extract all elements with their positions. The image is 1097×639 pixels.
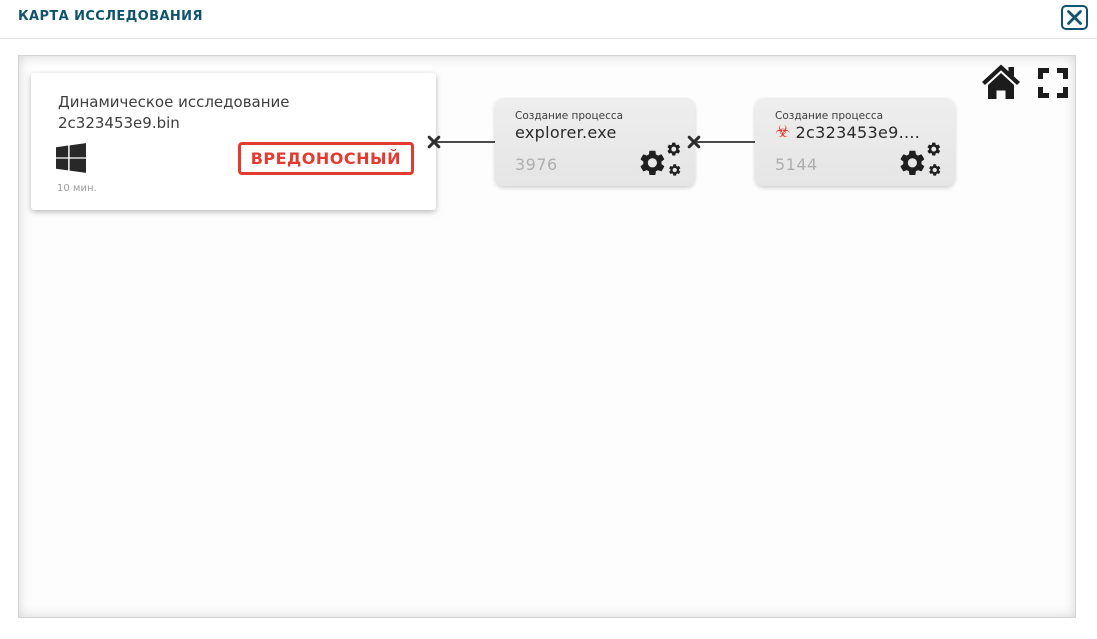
- verdict-badge: ВРЕДОНОСНЫЙ: [237, 142, 414, 175]
- page-title: КАРТА ИССЛЕДОВАНИЯ: [18, 9, 203, 24]
- node-event-label: Создание процесса: [515, 110, 624, 122]
- header-divider: [0, 38, 1097, 39]
- x-icon: [427, 135, 441, 149]
- investigation-title-line1: Динамическое исследование: [58, 93, 290, 111]
- biohazard-icon: ☣: [775, 122, 791, 142]
- process-pid: 5144: [775, 155, 818, 174]
- process-name: 2c323453e9....: [795, 123, 921, 142]
- home-button[interactable]: [981, 63, 1021, 101]
- gears-icon: [897, 141, 943, 179]
- investigation-card[interactable]: Динамическое исследование 2c323453e9.bin…: [31, 73, 436, 210]
- process-name: explorer.exe: [515, 123, 617, 142]
- node-event-label: Создание процесса: [775, 110, 884, 122]
- process-node[interactable]: Создание процесса ☣ 2c323453e9.... 5144: [755, 98, 955, 186]
- map-canvas[interactable]: Динамическое исследование 2c323453e9.bin…: [18, 55, 1076, 618]
- investigation-title-line2: 2c323453e9.bin: [58, 114, 180, 132]
- duration-label: 10 мин.: [57, 183, 97, 194]
- close-button[interactable]: [1061, 5, 1088, 30]
- edge-line: [694, 141, 755, 143]
- edge-collapse-button[interactable]: [426, 134, 442, 150]
- fullscreen-button[interactable]: [1036, 66, 1070, 100]
- process-node[interactable]: Создание процесса explorer.exe 3976: [495, 98, 695, 186]
- investigation-title: Динамическое исследование 2c323453e9.bin: [58, 92, 290, 134]
- home-icon: [982, 64, 1020, 99]
- close-icon: [1067, 10, 1082, 25]
- process-pid: 3976: [515, 155, 558, 174]
- edge-collapse-button[interactable]: [686, 134, 702, 150]
- gears-icon: [637, 141, 683, 179]
- edge-line: [434, 141, 495, 143]
- fullscreen-icon: [1038, 68, 1068, 98]
- windows-icon: [56, 143, 86, 173]
- x-icon: [687, 135, 701, 149]
